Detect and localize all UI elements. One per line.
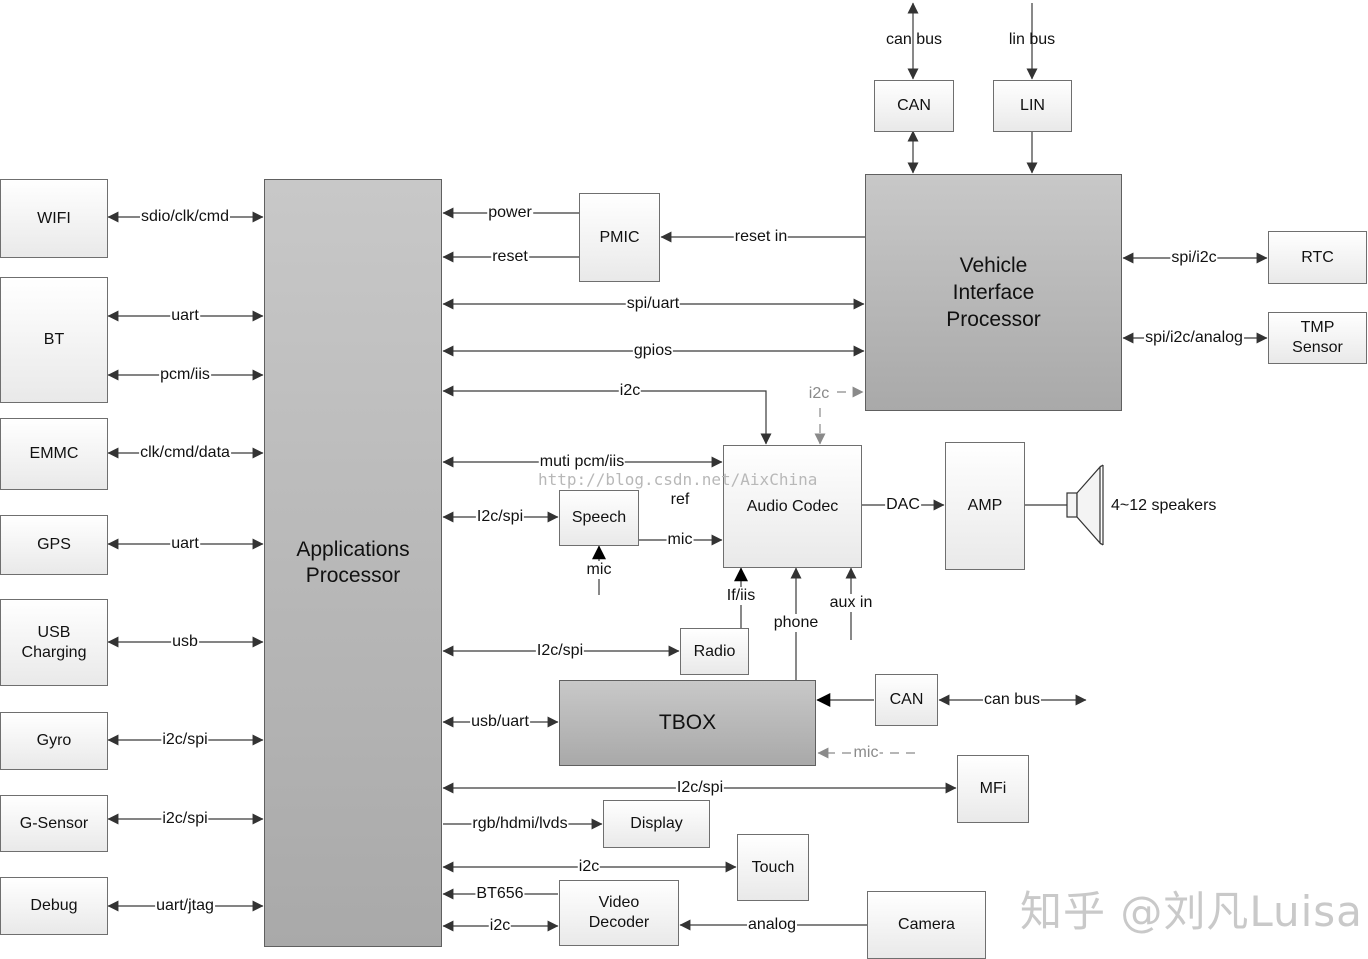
tmp-sensor-block: TMP Sensor <box>1268 312 1367 364</box>
bt656-label: BT656 <box>475 885 525 903</box>
display-block: Display <box>603 800 710 848</box>
i2c-vip-dashed-label: i2c <box>807 385 831 403</box>
usb-charging-block: USB Charging <box>0 599 108 686</box>
aux-in-label: aux in <box>828 594 874 612</box>
can-bus-top-label: can bus <box>885 31 943 48</box>
spi-uart-label: spi/uart <box>625 295 681 313</box>
gps-uart-label: uart <box>170 535 200 553</box>
debug-block: Debug <box>0 877 108 935</box>
i2c-spi-speech-label: I2c/spi <box>475 508 525 526</box>
uart-jtag-label: uart/jtag <box>155 897 215 915</box>
touch-block: Touch <box>737 834 809 901</box>
spi-i2c-analog-label: spi/i2c/analog <box>1144 329 1244 347</box>
vehicle-interface-processor-block: Vehicle Interface Processor <box>865 174 1122 411</box>
mic-speech-codec-label: mic <box>666 531 694 549</box>
applications-processor-block: Applications Processor <box>264 179 442 947</box>
radio-block: Radio <box>680 628 749 675</box>
reset-label: reset <box>491 248 529 266</box>
power-label: power <box>487 204 533 222</box>
camera-block: Camera <box>867 891 986 959</box>
speech-block: Speech <box>559 490 639 546</box>
lin-block: LIN <box>993 80 1072 132</box>
pmic-block: PMIC <box>579 193 660 282</box>
mic-tbox-dashed-label: mic <box>852 744 880 762</box>
zhihu-brand-watermark: 知乎 @刘凡Luisa <box>1020 887 1363 936</box>
i2c-codec-label: i2c <box>618 382 642 400</box>
i2c-touch-label: i2c <box>577 858 601 876</box>
usb-uart-label: usb/uart <box>470 713 530 731</box>
amp-block: AMP <box>945 442 1025 570</box>
gsensor-i2c-spi-label: i2c/spi <box>161 810 209 828</box>
wifi-block: WIFI <box>0 179 108 258</box>
tbox-block: TBOX <box>559 680 816 766</box>
rgb-hdmi-lvds-label: rgb/hdmi/lvds <box>471 815 569 833</box>
i2c-video-label: i2c <box>488 917 512 935</box>
i2c-spi-mfi-label: I2c/spi <box>675 779 725 797</box>
usb-label: usb <box>171 633 199 651</box>
sdio-clk-cmd-label: sdio/clk/cmd <box>139 208 231 226</box>
if-iis-label: If/iis <box>725 587 757 605</box>
can-tbox-block: CAN <box>875 674 938 726</box>
reset-in-label: reset in <box>733 228 789 246</box>
rtc-block: RTC <box>1268 231 1367 284</box>
g-sensor-block: G-Sensor <box>0 795 108 852</box>
speakers-label: 4~12 speakers <box>1111 497 1217 514</box>
can-top-block: CAN <box>874 80 954 132</box>
gpios-label: gpios <box>632 342 674 360</box>
blog-watermark: http://blog.csdn.net/AixChina <box>538 470 818 489</box>
dac-label: DAC <box>885 496 921 514</box>
phone-label: phone <box>772 614 820 632</box>
analog-label: analog <box>746 916 798 934</box>
i2c-codec-link <box>442 385 772 445</box>
ref-label: ref <box>669 491 691 509</box>
emmc-block: EMMC <box>0 418 108 490</box>
audio-codec-block: Audio Codec <box>723 445 862 568</box>
i2c-spi-radio-label: I2c/spi <box>535 642 585 660</box>
bt-pcm-iis-label: pcm/iis <box>159 366 211 384</box>
can-bus-tbox-label: can bus <box>982 691 1042 709</box>
lin-bus-label: lin bus <box>1008 31 1056 48</box>
speaker-icon <box>1066 464 1104 546</box>
spi-i2c-rtc-label: spi/i2c <box>1170 249 1218 267</box>
mic-speech-in-label: mic <box>585 561 613 579</box>
bt-block: BT <box>0 277 108 403</box>
emmc-clk-cmd-data-label: clk/cmd/data <box>139 444 231 462</box>
gps-block: GPS <box>0 515 108 575</box>
gyro-block: Gyro <box>0 712 108 770</box>
muti-pcm-iis-label: muti pcm/iis <box>538 453 626 471</box>
video-decoder-block: Video Decoder <box>559 880 679 946</box>
bt-uart-label: uart <box>170 307 200 325</box>
gyro-i2c-spi-label: i2c/spi <box>161 731 209 749</box>
mfi-block: MFi <box>957 755 1029 823</box>
